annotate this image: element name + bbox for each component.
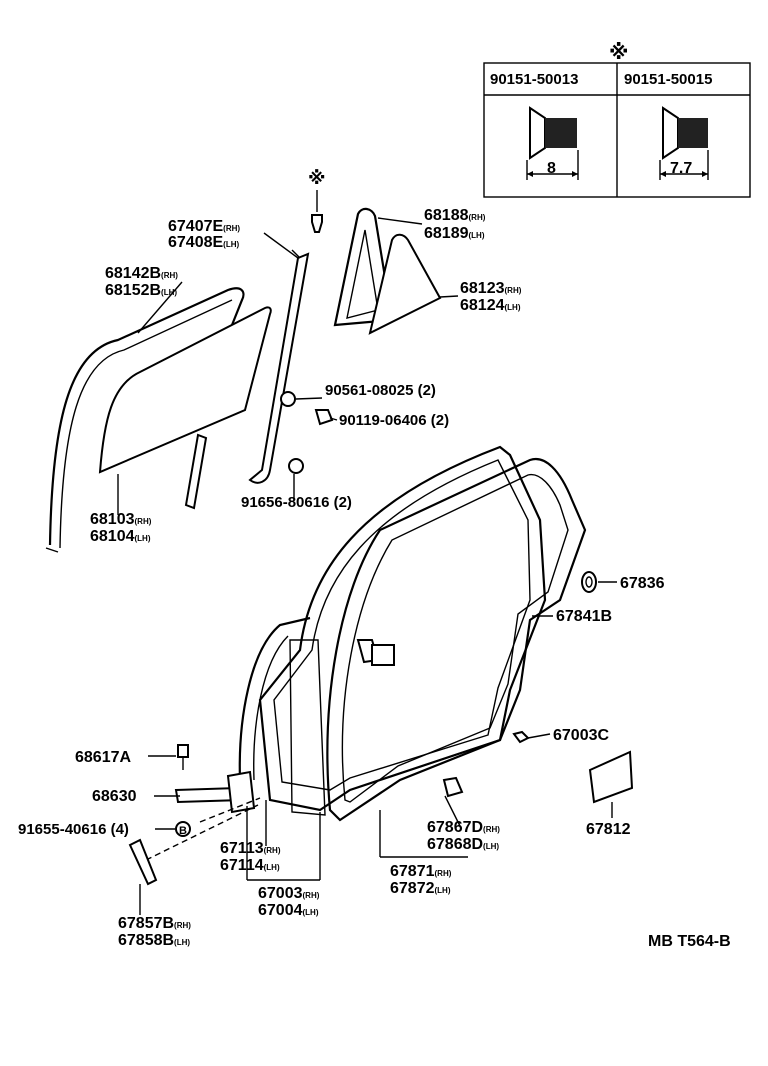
quarter-glass-drawing <box>368 233 442 335</box>
bolt-marker-b <box>175 821 191 837</box>
label-67003c: 67003C <box>553 727 609 744</box>
bolt-marker-b-label: B <box>179 825 187 837</box>
label-67113: 67113(RH) <box>220 840 281 857</box>
label-67871: 67871(RH) <box>390 863 452 880</box>
division-bar-drawing <box>248 252 310 484</box>
table-col1-part: 90151-50013 <box>490 71 578 88</box>
glass-run-channel-drawing <box>45 287 245 553</box>
clip-8mm-drawing <box>526 106 579 180</box>
label-68617a: 68617A <box>75 749 131 766</box>
clip-spec-table: ※ 90151-50013 90151-50015 8 7.7 <box>483 42 751 198</box>
nut-91656-drawing <box>288 458 304 474</box>
bolt-dashed-leader <box>199 797 261 823</box>
label-68630: 68630 <box>92 788 137 805</box>
label-68103: 68103(RH) <box>90 511 152 528</box>
label-67841b: 67841B <box>556 608 612 625</box>
molding-dashed-leader <box>145 804 259 861</box>
label-68142b: 68142B(RH) <box>105 265 178 282</box>
table-col2-part: 90151-50015 <box>624 71 712 88</box>
hinge-bolt-68617a <box>177 744 189 758</box>
label-68123: 68123(RH) <box>460 280 522 297</box>
label-67857b: 67857B(RH) <box>118 915 191 932</box>
molding-67857b-drawing <box>128 838 158 886</box>
label-67004: 67004(LH) <box>258 902 319 919</box>
label-67407e: 67407E(RH) <box>168 218 240 235</box>
label-67836: 67836 <box>620 575 665 592</box>
label-67867d: 67867D(RH) <box>427 819 500 836</box>
label-91656-80616: 91656-80616 (2) <box>241 494 352 511</box>
label-67408e: 67408E(LH) <box>168 234 240 251</box>
hinge-drawing <box>174 744 256 814</box>
label-68152b: 68152B(LH) <box>105 282 177 299</box>
diagram-code: MB T564-B <box>648 933 731 950</box>
label-68124: 68124(LH) <box>460 297 521 314</box>
clip-7-7mm-drawing <box>659 106 709 180</box>
label-90119-06406: 90119-06406 (2) <box>339 412 449 429</box>
label-67003: 67003(RH) <box>258 885 320 902</box>
clip-part <box>311 214 323 233</box>
label-68189: 68189(LH) <box>424 225 485 242</box>
label-67868d: 67868D(LH) <box>427 836 499 853</box>
label-91655-40616: 91655-40616 (4) <box>18 821 129 838</box>
grommet-67836-drawing <box>581 571 597 593</box>
label-67872: 67872(LH) <box>390 880 451 897</box>
label-90561-08025: 90561-08025 (2) <box>325 382 436 399</box>
label-67114: 67114(LH) <box>220 857 280 874</box>
door-glass-drawing <box>98 306 272 474</box>
label-68104: 68104(LH) <box>90 528 151 545</box>
label-67858b: 67858B(LH) <box>118 932 190 949</box>
division-bar-clip-note-mark: ※ <box>308 168 326 188</box>
part-labels: 67407E(RH) 67408E(LH) 68188(RH) 68189(LH… <box>18 207 731 950</box>
label-68188: 68188(RH) <box>424 207 486 224</box>
table-col1-dim: 8 <box>547 160 556 177</box>
hole-cover-drawing <box>588 750 634 804</box>
label-67812: 67812 <box>586 821 631 838</box>
clip-67867d-drawing <box>442 776 464 798</box>
bolt-90119-drawing <box>314 409 334 426</box>
table-note-mark: ※ <box>609 42 628 64</box>
table-col2-dim: 7.7 <box>670 160 692 177</box>
rear-door-panel-drawing <box>238 445 587 822</box>
clip-90561-drawing <box>280 391 296 407</box>
quarter-weatherstrip-drawing <box>333 207 394 327</box>
leader-lines <box>117 217 617 915</box>
plug-67003c-drawing <box>512 730 530 744</box>
